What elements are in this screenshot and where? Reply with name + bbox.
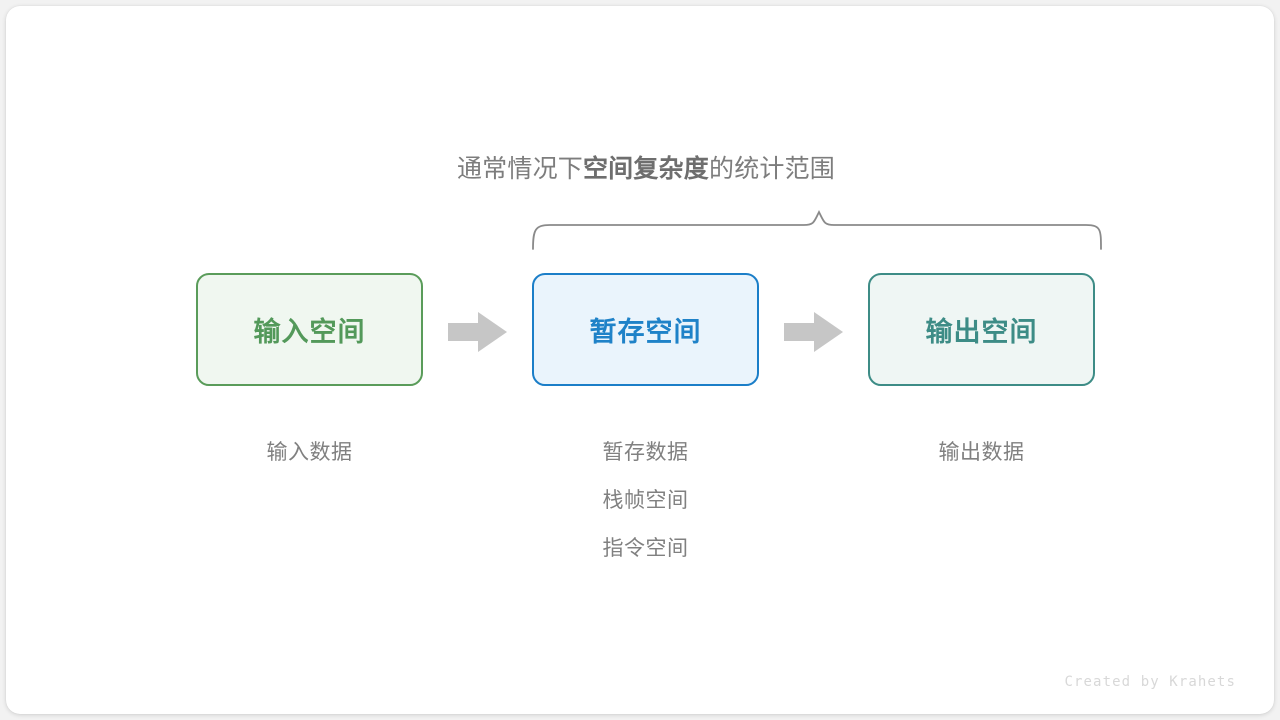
slide-card: 通常情况下空间复杂度的统计范围 输入空间 暂存空间 输出空间 输入数据 暂存数据 [6, 6, 1274, 714]
diagram-title: 通常情况下空间复杂度的统计范围 [6, 151, 1280, 187]
title-suffix: 的统计范围 [709, 155, 836, 183]
caption-input: 输入数据 [196, 429, 423, 477]
credit-text: Created by Krahets [1064, 674, 1236, 690]
box-input-space-label: 输入空间 [253, 317, 366, 347]
box-input-space[interactable]: 输入空间 [196, 273, 423, 386]
arrow-right-icon [448, 312, 507, 352]
arrow-right-icon [784, 312, 843, 352]
box-temporary-space[interactable]: 暂存空间 [532, 273, 759, 386]
caption-temp-line-3: 指令空间 [602, 537, 689, 560]
caption-output-line-1: 输出数据 [938, 441, 1025, 464]
caption-temp-line-2: 栈帧空间 [602, 489, 689, 512]
curly-brace-bracket [532, 209, 1102, 250]
box-output-space-label: 输出空间 [925, 317, 1038, 347]
caption-input-line-1: 输入数据 [266, 441, 353, 464]
caption-temp: 暂存数据 栈帧空间 指令空间 [532, 429, 759, 573]
title-emphasis: 空间复杂度 [582, 155, 709, 183]
title-prefix: 通常情况下 [456, 155, 583, 183]
caption-temp-line-1: 暂存数据 [602, 441, 689, 464]
caption-output: 输出数据 [868, 429, 1095, 477]
box-temporary-space-label: 暂存空间 [589, 317, 702, 347]
box-output-space[interactable]: 输出空间 [868, 273, 1095, 386]
